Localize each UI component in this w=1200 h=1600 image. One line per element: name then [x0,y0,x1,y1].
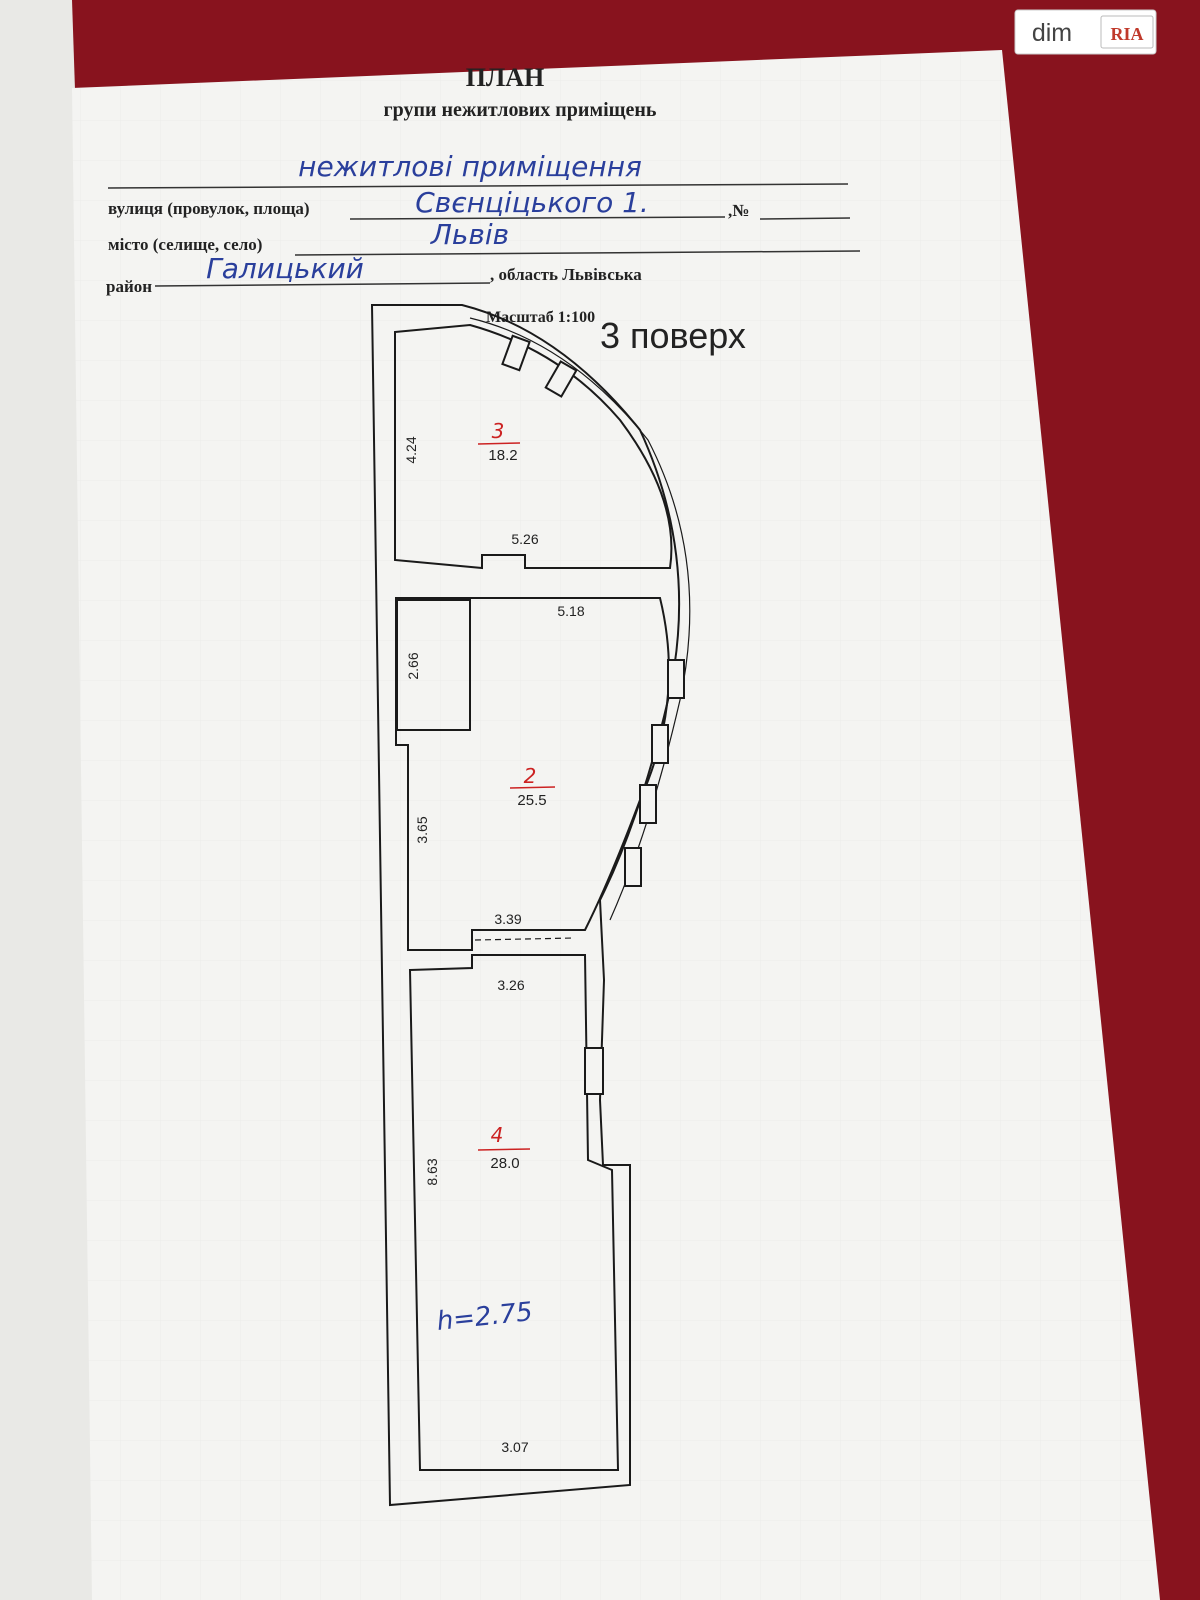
closet-walls [396,599,471,731]
scale-label: Масштаб 1:100 [486,309,595,326]
left-page [0,0,95,1600]
room-number-4: 4 [491,1123,504,1147]
dimension-label: 8.63 [424,1158,440,1185]
room-number-2: 2 [524,764,537,788]
dimension-label: 3.39 [494,911,521,927]
dimension-label: 3.07 [501,1439,528,1455]
dimension-label: 5.18 [557,603,584,619]
outer-wall [370,304,681,1507]
dimension-label: 4.24 [403,436,419,463]
handwritten-premises-type: нежитлові приміщення [298,150,642,183]
room-4-walls [408,954,620,1471]
handwritten-district: Галицький [206,252,364,285]
dimension-labels: 4.24 5.26 5.18 2.66 3.65 3.39 3.26 8.63 … [403,436,585,1455]
dimension-label: 3.26 [497,977,524,993]
room-labels: 3 18.2 2 25.5 4 28.0 [477,419,556,1172]
handwritten-street: Свєнціцького 1. [415,186,649,219]
district-label: район [106,277,152,296]
plan-subtitle: групи нежитлових приміщень [384,99,657,121]
room-number-3: 3 [492,419,505,443]
region-label: , область Львівська [490,265,642,284]
dimria-watermark: dim RIA [1014,9,1157,55]
plan-title: ПЛАН [466,63,545,92]
number-label: ,№ [728,201,749,220]
floor-plan [370,304,691,1507]
watermark-brand: dim [1032,19,1072,47]
handwritten-city: Львів [430,218,509,251]
watermark-badge: RIA [1110,24,1143,44]
dimension-label: 3.65 [414,816,430,843]
dimension-label: 5.26 [511,531,538,547]
room-area-3: 18.2 [488,447,517,464]
dimension-label: 2.66 [405,652,421,679]
room-area-2: 25.5 [517,792,546,809]
floor-label: 3 поверх [600,315,746,356]
room-area-4: 28.0 [490,1155,519,1172]
city-label: місто (селище, село) [108,235,262,254]
street-label: вулиця (провулок, площа) [108,199,310,218]
